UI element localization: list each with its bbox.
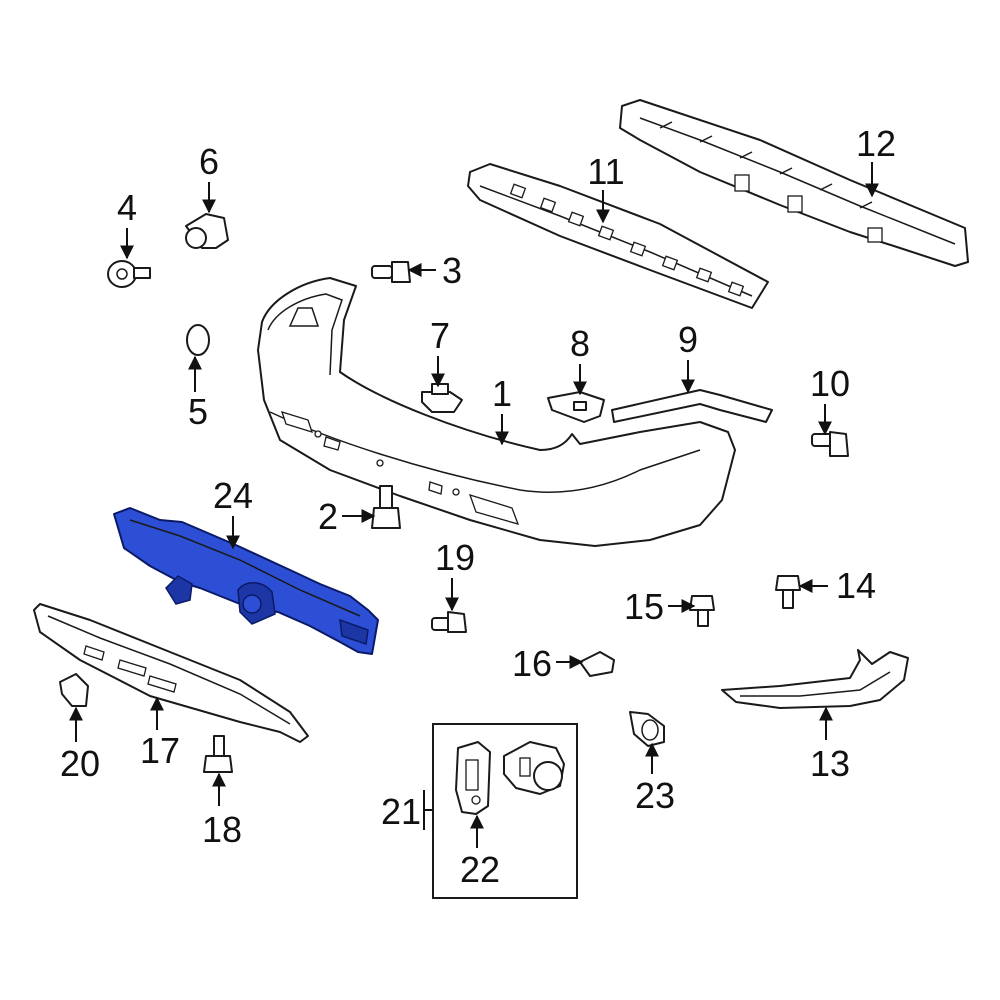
part-9-strip[interactable] [611,389,773,423]
callouts: 1 2 3 4 5 6 7 8 9 10 11 12 13 14 15 16 1… [60,123,896,890]
callout-13: 13 [810,743,850,784]
callout-15: 15 [624,586,664,627]
callout-9: 9 [678,319,698,360]
part-3-bolt[interactable] [371,261,411,283]
inset-box [423,723,578,899]
part-18-bolt[interactable] [203,735,233,773]
callout-14: 14 [836,565,876,606]
part-7-clip[interactable] [421,383,463,413]
callout-2: 2 [318,496,338,537]
part-22-sensor-holder[interactable] [455,741,491,815]
part-14-bolt[interactable] [775,575,801,609]
callout-4: 4 [117,187,137,228]
part-13-side-bracket[interactable] [721,649,909,709]
part-4-clip[interactable] [107,260,151,288]
part-1-bumper-cover[interactable] [257,277,736,547]
part-8-bracket[interactable] [547,391,605,423]
part-16-clip[interactable] [579,651,615,677]
part-15-bolt[interactable] [689,595,715,627]
callout-17: 17 [140,730,180,771]
callout-23: 23 [635,775,675,816]
part-10-bolt[interactable] [811,431,849,457]
part-23-grommet[interactable] [629,711,665,747]
callout-7: 7 [430,315,450,356]
callout-10: 10 [810,363,850,404]
callout-19: 19 [435,537,475,578]
callout-8: 8 [570,323,590,364]
callout-12: 12 [856,123,896,164]
callout-6: 6 [199,141,219,182]
callout-1: 1 [492,373,512,414]
part-20-cap[interactable] [59,673,89,707]
callout-16: 16 [512,643,552,684]
callout-11: 11 [587,151,624,192]
part-17-lower-skirt[interactable] [33,603,309,743]
part-24-bracket-highlighted[interactable] [113,507,379,655]
callout-21: 21 [381,791,421,832]
part-12-absorber[interactable] [619,99,969,267]
part-5-grommet[interactable] [186,324,210,356]
part-2-bolt[interactable] [371,485,401,529]
callout-3: 3 [442,250,462,291]
leader-lines [69,162,879,848]
callout-20: 20 [60,743,100,784]
part-21-sensor[interactable] [503,741,565,795]
part-6-sensor[interactable] [185,213,229,249]
part-19-bolt[interactable] [431,611,467,633]
callout-24: 24 [213,475,253,516]
callout-18: 18 [202,809,242,850]
part-11-reinforcement[interactable] [467,163,769,309]
callout-22: 22 [460,849,500,890]
callout-5: 5 [188,391,208,432]
